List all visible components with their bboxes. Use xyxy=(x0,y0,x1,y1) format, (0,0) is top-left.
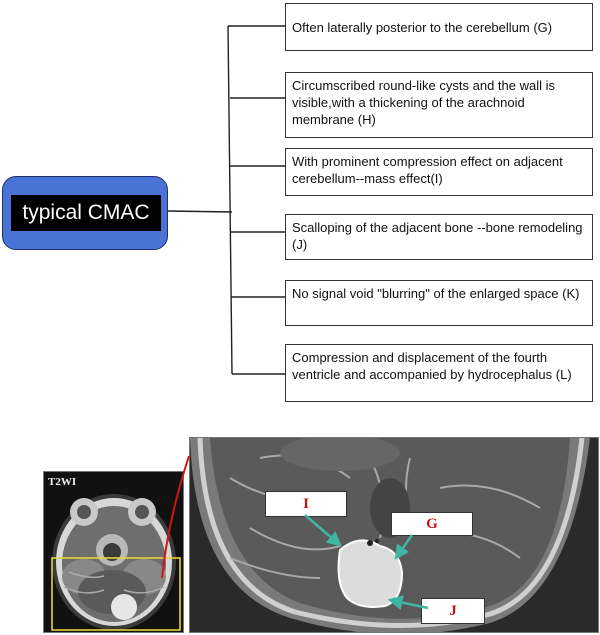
mri-thumbnail: T2WI xyxy=(43,471,184,633)
root-node: typical CMAC xyxy=(2,176,168,250)
feature-box-k: No signal void "blurring" of the enlarge… xyxy=(285,280,593,326)
feature-text: Scalloping of the adjacent bone --bone r… xyxy=(292,220,583,252)
feature-box-h: Circumscribed round-like cysts and the w… xyxy=(285,72,593,138)
marker-g: G xyxy=(391,512,473,536)
feature-text: With prominent compression effect on adj… xyxy=(292,154,563,186)
feature-text: No signal void "blurring" of the enlarge… xyxy=(292,286,580,301)
marker-i: I xyxy=(265,491,347,517)
connector-lines xyxy=(167,25,285,375)
feature-text: Often laterally posterior to the cerebel… xyxy=(292,20,553,35)
sequence-label: T2WI xyxy=(48,476,77,488)
feature-box-g: Often laterally posterior to the cerebel… xyxy=(285,3,593,51)
feature-box-j: Scalloping of the adjacent bone --bone r… xyxy=(285,214,593,260)
feature-text: Compression and displacement of the four… xyxy=(292,350,572,382)
root-label: typical CMAC xyxy=(11,195,161,231)
feature-box-i: With prominent compression effect on adj… xyxy=(285,148,593,196)
mri-zoomed: I G J xyxy=(189,437,599,633)
feature-text: Circumscribed round-like cysts and the w… xyxy=(292,78,555,127)
feature-box-l: Compression and displacement of the four… xyxy=(285,344,593,402)
marker-j: J xyxy=(421,598,485,624)
mri-axial-image xyxy=(44,472,183,632)
